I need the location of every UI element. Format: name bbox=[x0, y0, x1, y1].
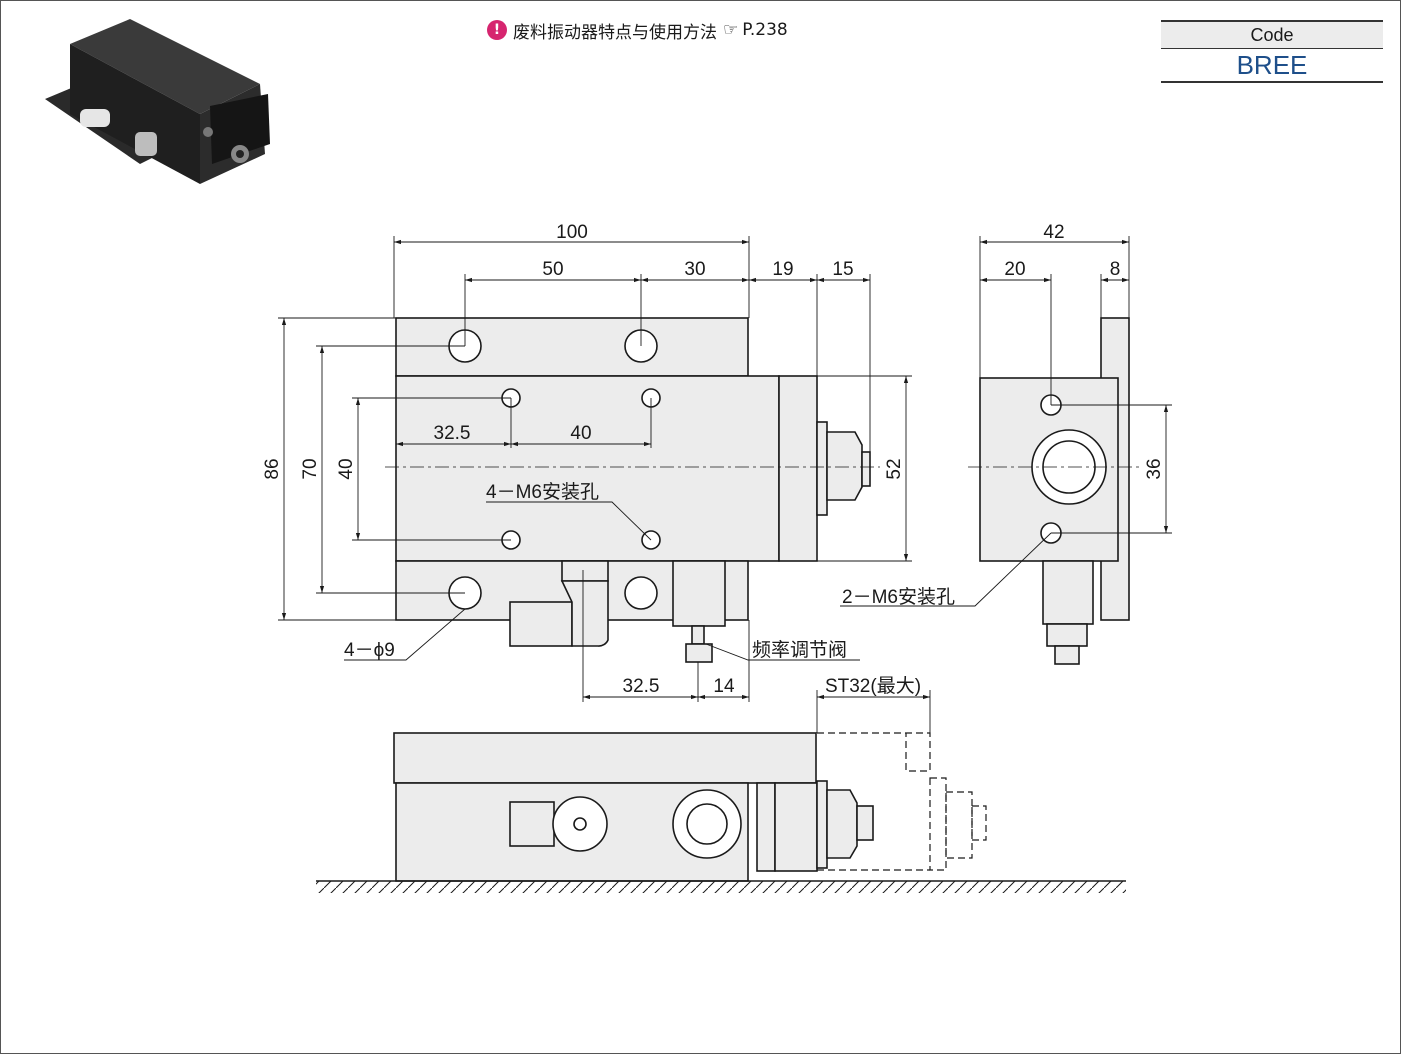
dim-86: 86 bbox=[262, 458, 283, 479]
code-value: BREE bbox=[1161, 49, 1383, 83]
dim-32-5-hole: 32.5 bbox=[434, 423, 471, 444]
front-view bbox=[395, 317, 871, 663]
callout-frequency-valve: 频率调节阀 bbox=[752, 639, 847, 661]
dim-stroke: ST32(最大) bbox=[825, 675, 921, 697]
dim-50: 50 bbox=[542, 259, 563, 280]
note-text: 废料振动器特点与使用方法 bbox=[513, 22, 717, 43]
dim-15: 15 bbox=[832, 259, 853, 280]
dim-52: 52 bbox=[884, 458, 905, 479]
dim-14: 14 bbox=[713, 676, 735, 697]
dim-30: 30 bbox=[684, 259, 705, 280]
exclamation-icon: ! bbox=[487, 20, 507, 40]
feature-note[interactable]: ! 废料振动器特点与使用方法 ☞ P.238 bbox=[487, 18, 788, 43]
dim-19: 19 bbox=[772, 259, 793, 280]
callout-2-m6-holes: 2－M6安装孔 bbox=[842, 586, 955, 608]
callout-4-m6-holes: 4－M6安装孔 bbox=[486, 481, 599, 503]
leader-lines bbox=[344, 501, 1052, 661]
ground-hatch bbox=[316, 881, 1126, 893]
code-label: Code bbox=[1161, 20, 1383, 49]
stroke-ghost bbox=[817, 732, 987, 871]
dim-20: 20 bbox=[1004, 259, 1025, 280]
dim-40-vertical: 40 bbox=[336, 458, 357, 479]
dim-40-horizontal: 40 bbox=[570, 423, 591, 444]
dim-42: 42 bbox=[1043, 222, 1064, 243]
dimension-labels: 100 50 30 19 15 42 20 8 86 70 40 52 36 3… bbox=[262, 222, 1165, 697]
dim-8: 8 bbox=[1110, 259, 1121, 280]
bottom-view bbox=[393, 732, 874, 882]
dim-32-5-fitting: 32.5 bbox=[623, 676, 660, 697]
callout-4-phi9: 4－ϕ9 bbox=[344, 640, 395, 661]
callout-labels: 4－M6安装孔 2－M6安装孔 4－ϕ9 频率调节阀 bbox=[344, 481, 955, 661]
pointing-hand-icon: ☞ bbox=[723, 20, 739, 40]
note-ref[interactable]: P.238 bbox=[742, 20, 788, 40]
dimension-lines bbox=[281, 239, 1169, 700]
dim-100: 100 bbox=[556, 222, 588, 243]
code-box: Code BREE bbox=[1161, 20, 1383, 83]
dim-36: 36 bbox=[1144, 458, 1165, 479]
product-photo bbox=[45, 19, 270, 184]
dim-70: 70 bbox=[300, 458, 321, 479]
